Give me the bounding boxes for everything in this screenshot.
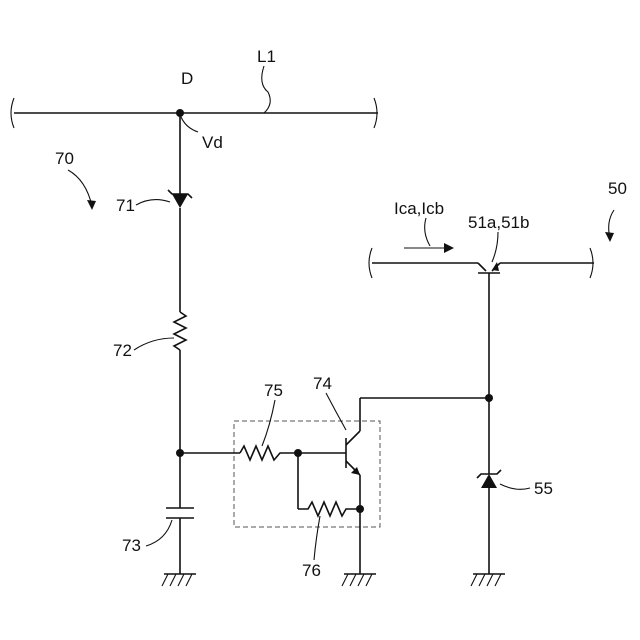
line-l1 [11, 98, 378, 128]
label-voltage-vd: Vd [202, 133, 223, 152]
label-zener-71: 71 [116, 196, 135, 215]
label-current: Ica,Icb [394, 199, 444, 218]
label-capacitor-73: 73 [122, 536, 141, 555]
resistor-76 [298, 502, 360, 516]
leader-71 [136, 200, 170, 205]
label-switch-51: 51a,51b [468, 213, 529, 232]
leader-76 [314, 516, 320, 560]
label-resistor-75: 75 [264, 381, 283, 400]
resistor-72 [174, 312, 186, 350]
leader-55 [500, 484, 530, 489]
leader-l1 [262, 66, 271, 113]
label-node-d: D [181, 69, 193, 88]
label-resistor-72: 72 [113, 341, 132, 360]
leader-73 [146, 520, 172, 546]
label-transistor-74: 74 [313, 374, 332, 393]
resistor-75 [240, 446, 298, 460]
leader-50-arrowhead [605, 232, 614, 242]
ground-right [471, 574, 505, 586]
transistor-74 [346, 398, 360, 475]
label-zener-55: 55 [534, 479, 553, 498]
leader-current [425, 218, 430, 246]
leader-72 [134, 338, 174, 350]
capacitor-73 [166, 508, 194, 574]
label-circuit-70: 70 [55, 149, 74, 168]
ground-middle [342, 574, 376, 586]
leader-51 [492, 232, 498, 262]
label-resistor-76: 76 [302, 561, 321, 580]
leader-vd [181, 117, 198, 132]
switch-51 [478, 262, 500, 273]
label-line-l1: L1 [257, 47, 276, 66]
label-circuit-50: 50 [608, 179, 627, 198]
leader-75 [262, 400, 275, 446]
leader-70-arrowhead [87, 200, 96, 210]
leader-74 [326, 393, 346, 430]
ground-left [162, 574, 196, 586]
